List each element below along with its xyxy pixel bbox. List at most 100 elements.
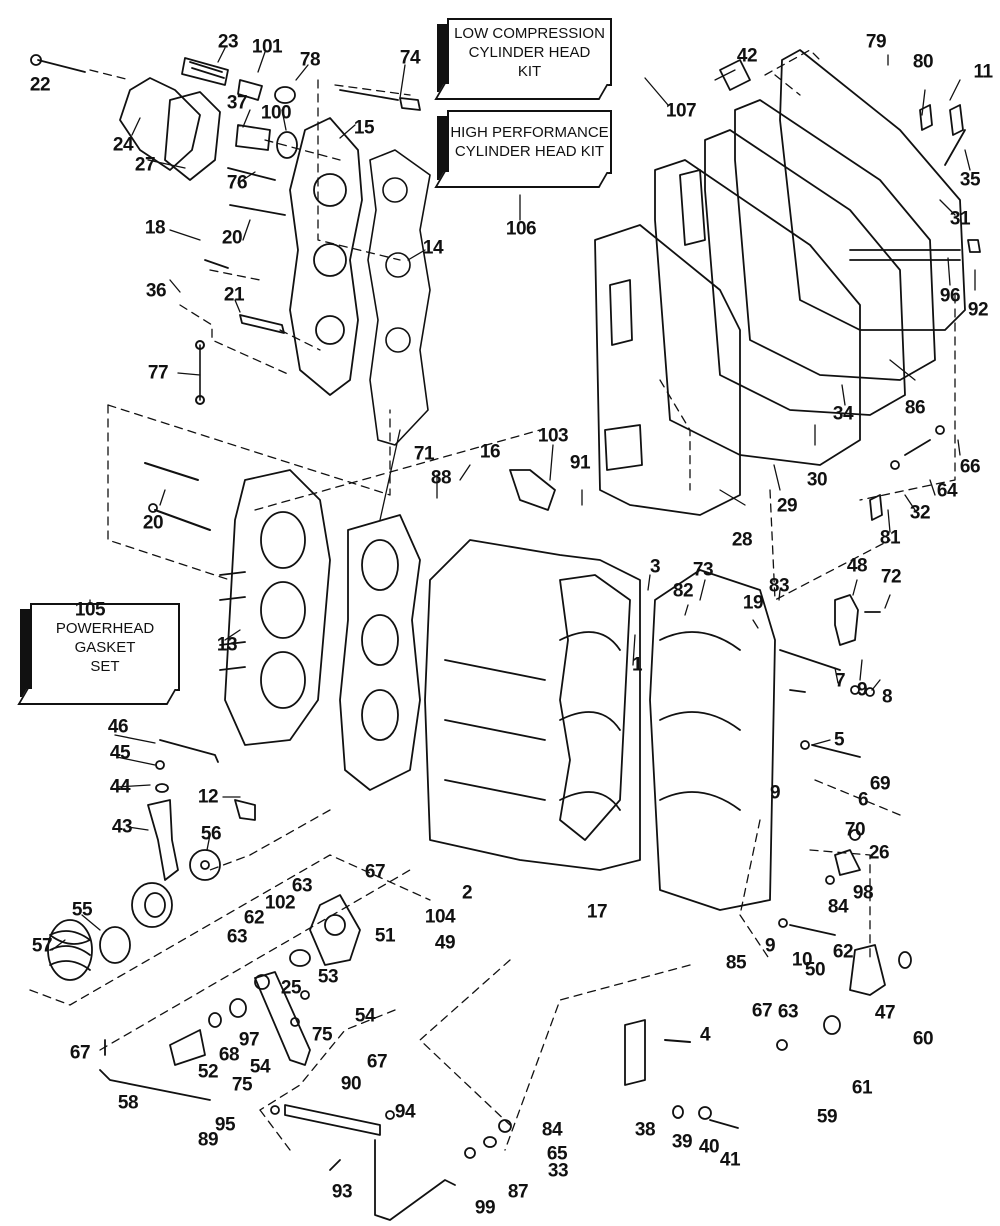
- part-callout: 62: [243, 907, 265, 929]
- part-callout: 82: [672, 580, 694, 602]
- part-callout: 101: [251, 36, 283, 58]
- kit-105-line-1: POWERHEAD: [55, 619, 155, 637]
- kit-105-line-2: GASKET: [74, 638, 136, 656]
- part-callout: 84: [541, 1119, 563, 1141]
- part-callout: 103: [537, 425, 569, 447]
- right-side-parts: [464, 594, 912, 1159]
- part-callout: 27: [134, 154, 156, 176]
- part-callout: 29: [776, 495, 798, 517]
- part-callout: 68: [218, 1044, 240, 1066]
- kit-106-line-2: CYLINDER HEAD KIT: [454, 143, 605, 160]
- part-callout: 106: [505, 218, 537, 240]
- part-callout: 54: [249, 1056, 271, 1078]
- part-callout: 95: [214, 1114, 236, 1136]
- part-callout: 4: [699, 1024, 711, 1046]
- crankcase: [424, 469, 776, 911]
- part-callout: 23: [217, 31, 239, 53]
- part-callout: 14: [422, 237, 444, 259]
- part-callout: 64: [936, 480, 958, 502]
- part-callout: 105: [74, 599, 106, 621]
- powerhead-gasket-set-box: POWERHEAD GASKET SET: [20, 603, 180, 697]
- part-callout: 67: [364, 861, 386, 883]
- part-callout: 18: [144, 217, 166, 239]
- part-callout: 74: [399, 47, 421, 69]
- part-callout: 20: [142, 512, 164, 534]
- high-performance-kit-box: HIGH PERFORMANCE CYLINDER HEAD KIT: [437, 110, 612, 180]
- part-callout: 50: [804, 959, 826, 981]
- exhaust-cover-stack: [594, 49, 981, 521]
- part-callout: 45: [109, 742, 131, 764]
- part-callout: 61: [851, 1077, 873, 1099]
- part-callout: 2: [461, 882, 473, 904]
- part-callout: 99: [474, 1197, 496, 1219]
- part-callout: 15: [353, 117, 375, 139]
- part-callout: 24: [112, 134, 134, 156]
- part-callout: 49: [434, 932, 456, 954]
- part-callout: 92: [967, 299, 989, 321]
- part-callout: 35: [959, 169, 981, 191]
- part-callout: 80: [912, 51, 934, 73]
- cylinder-block: [148, 469, 421, 791]
- linkage-parts: [47, 739, 456, 1221]
- part-callout: 104: [424, 906, 456, 928]
- part-callout: 13: [216, 634, 238, 656]
- part-callout: 73: [692, 559, 714, 581]
- kit-107-line-2: CYLINDER HEAD: [468, 43, 591, 61]
- part-callout: 43: [111, 816, 133, 838]
- part-callout: 17: [586, 901, 608, 923]
- part-callout: 48: [846, 555, 868, 577]
- part-callout: 6: [857, 789, 869, 811]
- part-callout: 36: [145, 280, 167, 302]
- kit-107-line-1: LOW COMPRESSION: [454, 24, 605, 42]
- part-callout: 47: [874, 1002, 896, 1024]
- part-callout: 10: [791, 949, 813, 971]
- part-callout: 85: [725, 952, 747, 974]
- dashed-guides: [29, 49, 956, 1151]
- cylinder-head: [239, 117, 363, 396]
- part-callout: 32: [909, 502, 931, 524]
- part-callout: 67: [69, 1042, 91, 1064]
- part-callout: 67: [366, 1051, 388, 1073]
- part-callout: 54: [354, 1005, 376, 1027]
- part-callout: 7: [834, 670, 846, 692]
- part-callout: 75: [231, 1074, 253, 1096]
- part-callout: 63: [291, 875, 313, 897]
- part-callout: 71: [413, 443, 435, 465]
- part-callout: 40: [698, 1136, 720, 1158]
- part-callout: 84: [827, 896, 849, 918]
- part-callout: 93: [331, 1181, 353, 1203]
- part-callout: 88: [430, 467, 452, 489]
- part-callout: 28: [731, 529, 753, 551]
- part-callout: 38: [634, 1119, 656, 1141]
- part-callout: 87: [507, 1181, 529, 1203]
- part-callout: 72: [880, 566, 902, 588]
- part-callout: 21: [223, 284, 245, 306]
- part-callout: 102: [264, 892, 296, 914]
- part-callout: 22: [29, 74, 51, 96]
- kit-106-line-1: HIGH PERFORMANCE: [450, 124, 609, 141]
- low-compression-kit-box: LOW COMPRESSION CYLINDER HEAD KIT: [437, 18, 612, 92]
- part-callout: 46: [107, 716, 129, 738]
- part-callout: 31: [949, 208, 971, 230]
- part-callout: 75: [311, 1024, 333, 1046]
- part-callout: 91: [569, 452, 591, 474]
- part-callout: 66: [959, 456, 981, 478]
- part-callout: 52: [197, 1061, 219, 1083]
- part-callout: 5: [833, 729, 845, 751]
- part-callout: 56: [200, 823, 222, 845]
- part-callout: 77: [147, 362, 169, 384]
- part-callout: 9: [769, 782, 781, 804]
- part-callout: 100: [260, 102, 292, 124]
- part-callout: 19: [742, 592, 764, 614]
- part-callout: 63: [777, 1001, 799, 1023]
- part-callout: 53: [317, 966, 339, 988]
- part-callout: 70: [844, 819, 866, 841]
- kit-107-line-3: KIT: [517, 62, 542, 80]
- part-callout: 51: [374, 925, 396, 947]
- part-callout: 59: [816, 1106, 838, 1128]
- part-callout: 20: [221, 227, 243, 249]
- part-callout: 8: [881, 686, 893, 708]
- part-callout: 12: [197, 786, 219, 808]
- part-callout: 76: [226, 172, 248, 194]
